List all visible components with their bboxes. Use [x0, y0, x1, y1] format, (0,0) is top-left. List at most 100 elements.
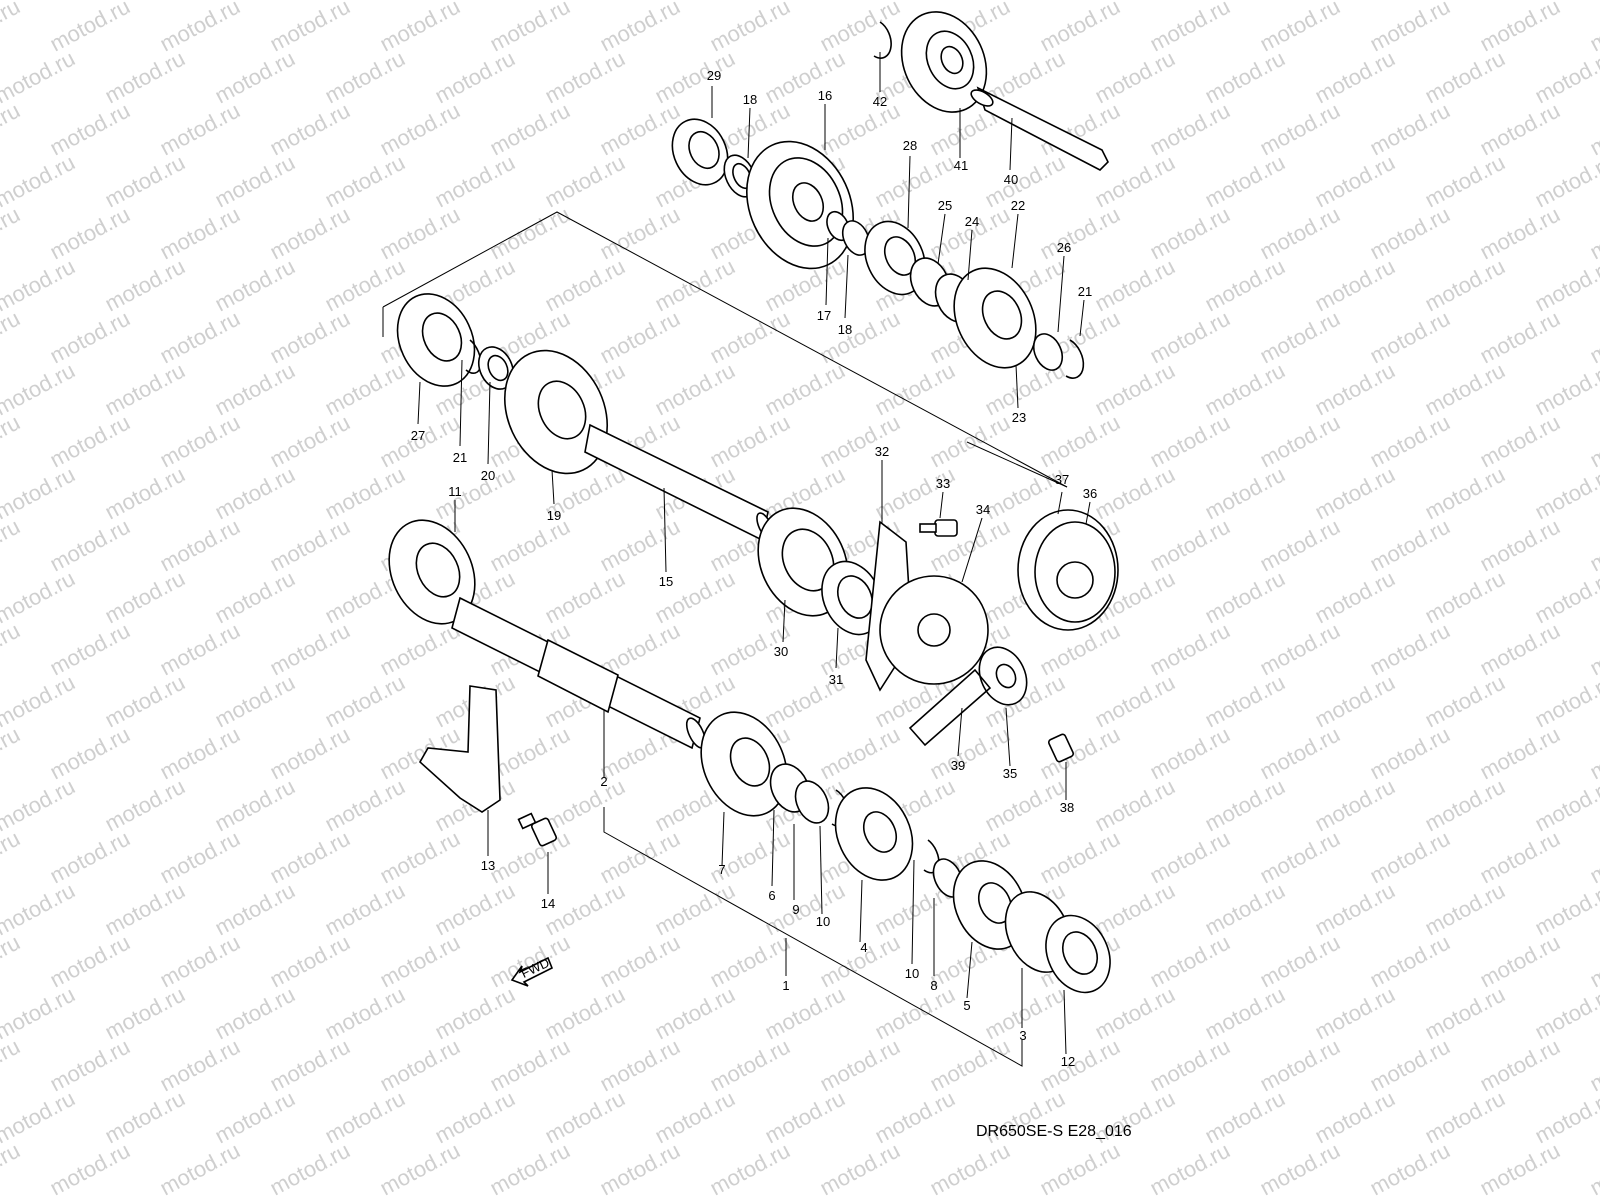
- watermark-text: motod.ru: [1036, 826, 1124, 889]
- bearing-part-12: [1045, 914, 1111, 994]
- callout-2: 2: [600, 774, 607, 789]
- watermark-text: motod.ru: [46, 618, 134, 681]
- bolt-part-38: [1047, 733, 1075, 763]
- watermark-text: motod.ru: [1366, 0, 1454, 56]
- watermark-text: motod.ru: [1531, 1086, 1600, 1149]
- chain-part-39: [908, 668, 992, 747]
- watermark-text: motod.ru: [266, 618, 354, 681]
- gear-part-16: [745, 140, 855, 270]
- watermark-text: motod.ru: [1586, 722, 1600, 785]
- watermark-text: motod.ru: [1091, 46, 1179, 109]
- callout-29: 29: [707, 68, 721, 83]
- watermark-text: motod.ru: [541, 254, 629, 317]
- bolt-part-14: [517, 812, 558, 847]
- watermark-text: motod.ru: [1256, 202, 1344, 265]
- watermark-text: motod.ru: [486, 514, 574, 577]
- watermark-text: motod.ru: [1201, 150, 1289, 213]
- watermark-text: motod.ru: [1311, 358, 1399, 421]
- callout-42: 42: [873, 94, 887, 109]
- watermark-text: motod.ru: [431, 982, 519, 1045]
- watermark-text: motod.ru: [1476, 202, 1564, 265]
- watermark-text: motod.ru: [871, 982, 959, 1045]
- watermark-text: motod.ru: [486, 202, 574, 265]
- watermark-text: motod.ru: [211, 150, 299, 213]
- watermark-text: motod.ru: [266, 826, 354, 889]
- watermark-text: motod.ru: [376, 202, 464, 265]
- watermark-text: motod.ru: [1586, 202, 1600, 265]
- watermark-text: motod.ru: [101, 462, 189, 525]
- watermark-text: motod.ru: [46, 1034, 134, 1097]
- watermark-text: motod.ru: [1146, 826, 1234, 889]
- watermark-text: motod.ru: [101, 774, 189, 837]
- callout-35: 35: [1003, 766, 1017, 781]
- watermark-text: motod.ru: [0, 410, 24, 473]
- watermark-text: motod.ru: [761, 1086, 849, 1149]
- washer-part-18-lower: [841, 220, 871, 256]
- watermark-text: motod.ru: [321, 254, 409, 317]
- watermark-text: motod.ru: [0, 202, 24, 265]
- watermark-text: motod.ru: [321, 462, 409, 525]
- watermark-text: motod.ru: [156, 722, 244, 785]
- watermark-text: motod.ru: [321, 878, 409, 941]
- watermark-text: motod.ru: [101, 254, 189, 317]
- watermark-text: motod.ru: [156, 826, 244, 889]
- gear-part-19: [503, 349, 609, 475]
- watermark-text: motod.ru: [761, 358, 849, 421]
- callout-14: 14: [541, 896, 555, 911]
- watermark-text: motod.ru: [1146, 0, 1234, 56]
- watermark-text: motod.ru: [266, 98, 354, 161]
- watermark-text: motod.ru: [266, 0, 354, 56]
- watermark-text: motod.ru: [156, 0, 244, 56]
- watermark-text: motod.ru: [926, 1034, 1014, 1097]
- watermark-text: motod.ru: [1421, 358, 1509, 421]
- circlip-part-21-right: [1065, 339, 1085, 379]
- watermark-text: motod.ru: [156, 1034, 244, 1097]
- callout-25: 25: [938, 198, 952, 213]
- watermark-text: motod.ru: [1201, 462, 1289, 525]
- watermark-text: motod.ru: [321, 982, 409, 1045]
- watermark-text: motod.ru: [871, 462, 959, 525]
- callout-33: 33: [936, 476, 950, 491]
- watermark-text: motod.ru: [101, 46, 189, 109]
- watermark-text: motod.ru: [596, 0, 684, 56]
- callout-10-lower: 10: [905, 966, 919, 981]
- watermark-text: motod.ru: [1201, 1086, 1289, 1149]
- watermark-text: motod.ru: [816, 722, 904, 785]
- watermark-text: motod.ru: [156, 514, 244, 577]
- callout-24: 24: [965, 214, 979, 229]
- watermark-text: motod.ru: [541, 46, 629, 109]
- watermark-text: motod.ru: [706, 1034, 794, 1097]
- callout-10-upper: 10: [816, 914, 830, 929]
- watermark-text: motod.ru: [0, 514, 24, 577]
- bolt-part-33: [919, 519, 958, 537]
- callout-41: 41: [954, 158, 968, 173]
- watermark-text: motod.ru: [1311, 670, 1399, 733]
- watermark-text: motod.ru: [1146, 930, 1234, 993]
- watermark-text: motod.ru: [1476, 722, 1564, 785]
- watermark-text: motod.ru: [1531, 566, 1600, 629]
- plate-part-13: [418, 685, 501, 813]
- watermark-text: motod.ru: [101, 878, 189, 941]
- watermark-text: motod.ru: [1421, 462, 1509, 525]
- watermark-text: motod.ru: [761, 878, 849, 941]
- watermark-text: motod.ru: [431, 150, 519, 213]
- watermark-text: motod.ru: [761, 46, 849, 109]
- watermark-text: motod.ru: [651, 254, 739, 317]
- driveshaft-part-2: [451, 596, 707, 750]
- watermark-text: motod.ru: [1311, 462, 1399, 525]
- watermark-text: motod.ru: [46, 202, 134, 265]
- watermark-text: motod.ru: [1476, 306, 1564, 369]
- watermark-text: motod.ru: [101, 1086, 189, 1149]
- callout-9: 9: [792, 902, 799, 917]
- sprocket-holder-part-35: [978, 646, 1028, 706]
- watermark-text: motod.ru: [0, 306, 24, 369]
- callout-39: 39: [951, 758, 965, 773]
- watermark-text: motod.ru: [1311, 982, 1399, 1045]
- callout-6: 6: [768, 888, 775, 903]
- watermark-text: motod.ru: [926, 722, 1014, 785]
- watermark-text: motod.ru: [321, 46, 409, 109]
- watermark-text: motod.ru: [431, 462, 519, 525]
- callout-labels: 29 18 16 42 41 40 28 25 24 22 26 21 23 1…: [411, 68, 1097, 1069]
- watermark-text: motod.ru: [376, 98, 464, 161]
